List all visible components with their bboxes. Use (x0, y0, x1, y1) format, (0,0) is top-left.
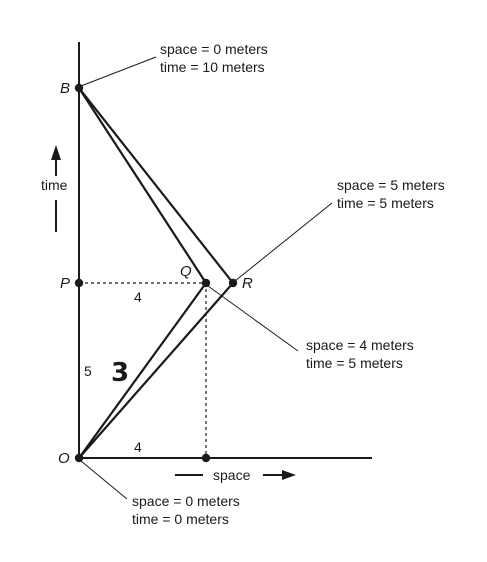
leader-line-r (234, 202, 333, 282)
point-label-r: R (242, 275, 253, 292)
point-label-q: Q (180, 263, 192, 280)
point-r-dot (228, 278, 238, 288)
point-o-dot (74, 453, 84, 463)
segment-q-to-b (78, 87, 207, 284)
segment-b-to-r (78, 87, 234, 284)
leader-line-q (207, 285, 299, 352)
pq-length-label: 4 (134, 289, 142, 305)
annotation-q-line2: time = 5 meters (306, 355, 403, 371)
space-axis-q-projection-dot (201, 453, 211, 463)
annotation-r-line2: time = 5 meters (337, 195, 434, 211)
annotation-b-line1: space = 0 meters (160, 41, 268, 57)
oq-length-label: 3 (111, 358, 129, 388)
leader-line-b (80, 56, 157, 87)
annotation-o-line1: space = 0 meters (132, 493, 240, 509)
segment-o-to-r (78, 282, 234, 459)
space-arrow-right-icon (282, 470, 296, 480)
point-label-o: O (58, 450, 70, 467)
point-q-dot (201, 278, 211, 288)
annotation-r-line1: space = 5 meters (337, 177, 445, 193)
point-p-dot (74, 278, 84, 288)
point-b-dot (74, 83, 84, 93)
op-length-label: 5 (84, 363, 92, 379)
point-label-p: P (60, 275, 70, 292)
time-axis-label: time (41, 177, 68, 193)
time-arrow-up-icon (51, 145, 61, 160)
annotation-o-line2: time = 0 meters (132, 511, 229, 527)
annotation-b-line2: time = 10 meters (160, 59, 265, 75)
annotation-q-line1: space = 4 meters (306, 337, 414, 353)
leader-line-o (80, 460, 128, 500)
space-axis-label: space (213, 467, 251, 483)
point-label-b: B (60, 80, 70, 97)
space-axis-length-label: 4 (134, 439, 142, 455)
segment-o-to-q (78, 282, 207, 459)
